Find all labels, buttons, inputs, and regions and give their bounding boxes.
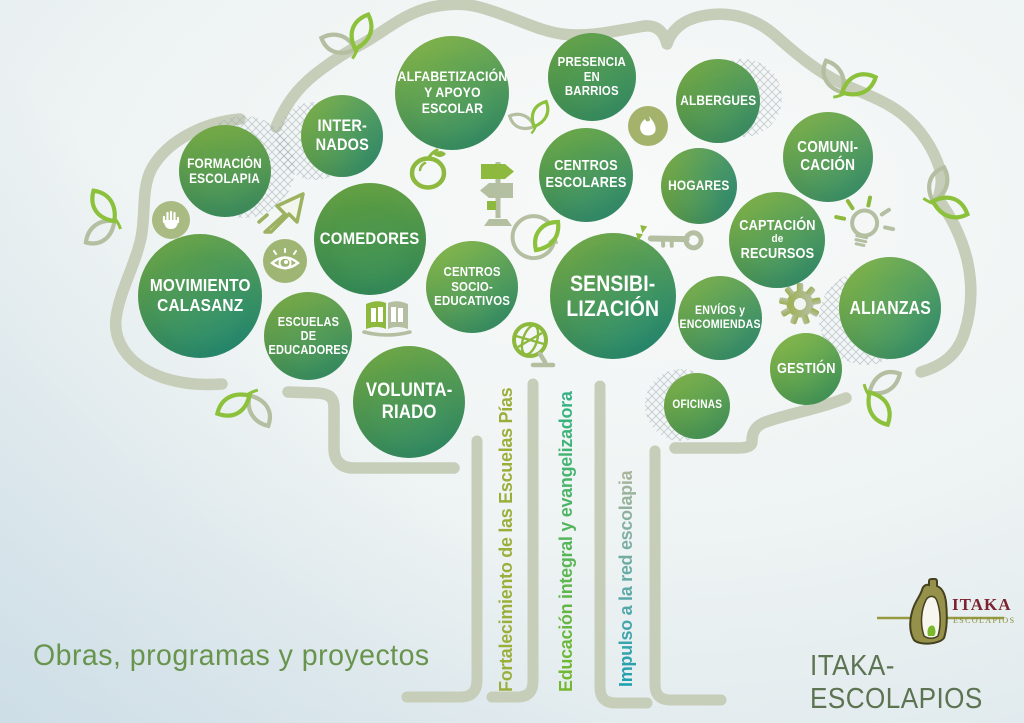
logo-subtext: ESCOLAPIOS bbox=[953, 616, 1015, 625]
bubble-label: INTER-NADOS bbox=[315, 117, 369, 154]
logo-statue-arch bbox=[920, 595, 941, 639]
tree-crown-outline bbox=[110, 0, 977, 474]
crown-left-segment bbox=[110, 113, 246, 391]
hand-icon bbox=[152, 201, 190, 239]
leaf-icon bbox=[813, 55, 876, 110]
eye-icon bbox=[263, 239, 307, 283]
recycle-leaf-icon bbox=[510, 214, 561, 261]
bubble-hogares: HOGARES bbox=[661, 148, 737, 224]
bubble-label: VOLUNTA-RIADO bbox=[365, 380, 453, 423]
bubble-gestion: GESTIÓN bbox=[770, 333, 842, 405]
bubble-label: COMEDORES bbox=[320, 229, 420, 249]
lightbulb-icon bbox=[834, 195, 895, 247]
arrow-icon bbox=[257, 192, 305, 234]
crown-top-right-segment bbox=[270, 0, 977, 378]
crown-bottom-left-segment bbox=[282, 386, 460, 474]
itaka-logo: ITAKA ESCOLAPIOS bbox=[877, 578, 1015, 645]
crown-bottom-right-segment bbox=[669, 392, 852, 454]
logo-statue-green bbox=[927, 625, 936, 636]
bubble-label: SENSIBI-LIZACIÓN bbox=[566, 270, 660, 321]
trunk-root-lines bbox=[401, 378, 727, 709]
leaf-icon bbox=[80, 190, 128, 250]
leaf-icon bbox=[217, 380, 278, 432]
leaf-icon bbox=[916, 165, 968, 226]
bubble-internados: INTER-NADOS bbox=[301, 95, 383, 177]
leaf-icon bbox=[854, 363, 906, 424]
bubble-alianzas: ALIANZAS bbox=[839, 257, 941, 359]
leaf-icon bbox=[506, 99, 555, 140]
bubble-comunicacion: COMUNI-CACIÓN bbox=[783, 112, 873, 202]
bubble-label: ALIANZAS bbox=[849, 297, 931, 318]
book-icon bbox=[362, 301, 412, 337]
trunk-line-4 bbox=[649, 445, 727, 706]
bubble-albergues: ALBERGUES bbox=[676, 59, 760, 143]
bubble-label: GESTIÓN bbox=[776, 360, 836, 377]
signpost-icon bbox=[480, 162, 514, 226]
bubble-label: OFICINAS bbox=[672, 399, 722, 412]
globe-icon bbox=[512, 322, 556, 368]
trunk-line-1 bbox=[401, 435, 483, 703]
logo-wordmark: ITAKA bbox=[952, 595, 1011, 614]
key-icon bbox=[635, 225, 704, 251]
leaf-icon bbox=[319, 14, 380, 66]
bubble-label: HOGARES bbox=[668, 178, 730, 194]
bubble-oficinas: OFICINAS bbox=[664, 373, 730, 439]
bubble-comedores: COMEDORES bbox=[314, 183, 426, 295]
gear-icon bbox=[779, 283, 821, 325]
bubble-label: ALBERGUES bbox=[679, 93, 757, 109]
trunk-line-3 bbox=[594, 380, 653, 709]
flame-icon bbox=[628, 106, 668, 146]
bubble-sensibilizacion: SENSIBI-LIZACIÓN bbox=[550, 233, 676, 359]
bubble-voluntariado: VOLUNTA-RIADO bbox=[353, 346, 465, 458]
apple-icon bbox=[409, 148, 447, 190]
trunk-line-2 bbox=[486, 378, 539, 703]
bubble-label: COMUNI-CACIÓN bbox=[797, 139, 859, 174]
